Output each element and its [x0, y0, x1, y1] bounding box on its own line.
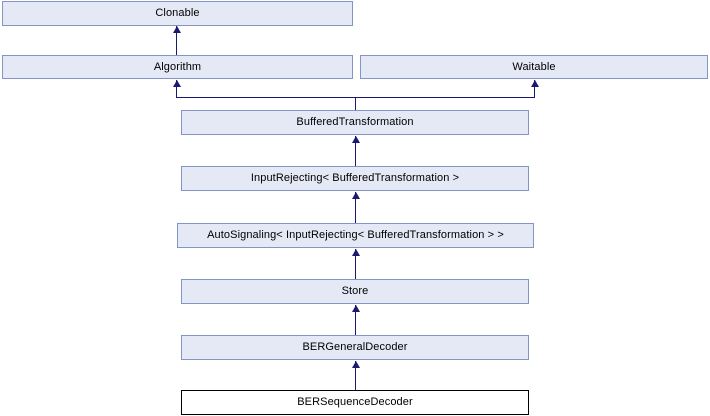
arrowhead-algorithm: [173, 80, 181, 87]
edge-bt-riser: [355, 97, 356, 110]
edge-algorithm-to-clonable: [176, 26, 177, 55]
class-node-algorithm[interactable]: Algorithm: [2, 55, 353, 79]
edge-bersequencedecoder-to-bergeneraldecoder: [355, 361, 356, 390]
arrowhead-ber-general-decoder: [352, 361, 360, 368]
class-node-label: BERGeneralDecoder: [302, 341, 408, 353]
class-node-auto-signaling[interactable]: AutoSignaling< InputRejecting< BufferedT…: [177, 223, 534, 248]
class-node-input-rejecting[interactable]: InputRejecting< BufferedTransformation >: [181, 166, 529, 191]
edge-autosignaling-to-inputrejecting: [355, 192, 356, 223]
class-node-ber-general-decoder[interactable]: BERGeneralDecoder: [181, 335, 529, 360]
class-node-store[interactable]: Store: [181, 279, 529, 304]
arrowhead-store: [352, 305, 360, 312]
class-node-label: AutoSignaling< InputRejecting< BufferedT…: [207, 229, 504, 241]
class-node-label: Algorithm: [153, 60, 202, 73]
arrowhead-waitable: [531, 80, 539, 87]
arrowhead-input-rejecting: [352, 192, 360, 199]
edge-bt-to-algorithm: [176, 80, 177, 98]
class-node-buffered-transformation[interactable]: BufferedTransformation: [181, 110, 529, 135]
class-node-label: Store: [341, 285, 369, 297]
edge-inputrejecting-to-bt: [355, 136, 356, 166]
class-node-label: Clonable: [155, 7, 200, 19]
class-node-ber-sequence-decoder[interactable]: BERSequenceDecoder: [181, 390, 529, 415]
arrowhead-buffered-transformation: [352, 136, 360, 143]
edge-bt-to-waitable: [534, 80, 535, 98]
class-node-label: InputRejecting< BufferedTransformation >: [250, 172, 460, 184]
class-node-waitable[interactable]: Waitable: [360, 55, 708, 79]
edge-bt-bus: [176, 97, 535, 98]
edge-store-to-autosignaling: [355, 249, 356, 279]
class-node-label: BERSequenceDecoder: [297, 396, 413, 408]
class-node-clonable[interactable]: Clonable: [2, 1, 353, 26]
arrowhead-clonable: [173, 26, 181, 33]
class-node-label: BufferedTransformation: [296, 116, 414, 128]
class-node-label: Waitable: [512, 60, 556, 73]
edge-bergeneraldecoder-to-store: [355, 305, 356, 335]
arrowhead-auto-signaling: [352, 249, 360, 256]
